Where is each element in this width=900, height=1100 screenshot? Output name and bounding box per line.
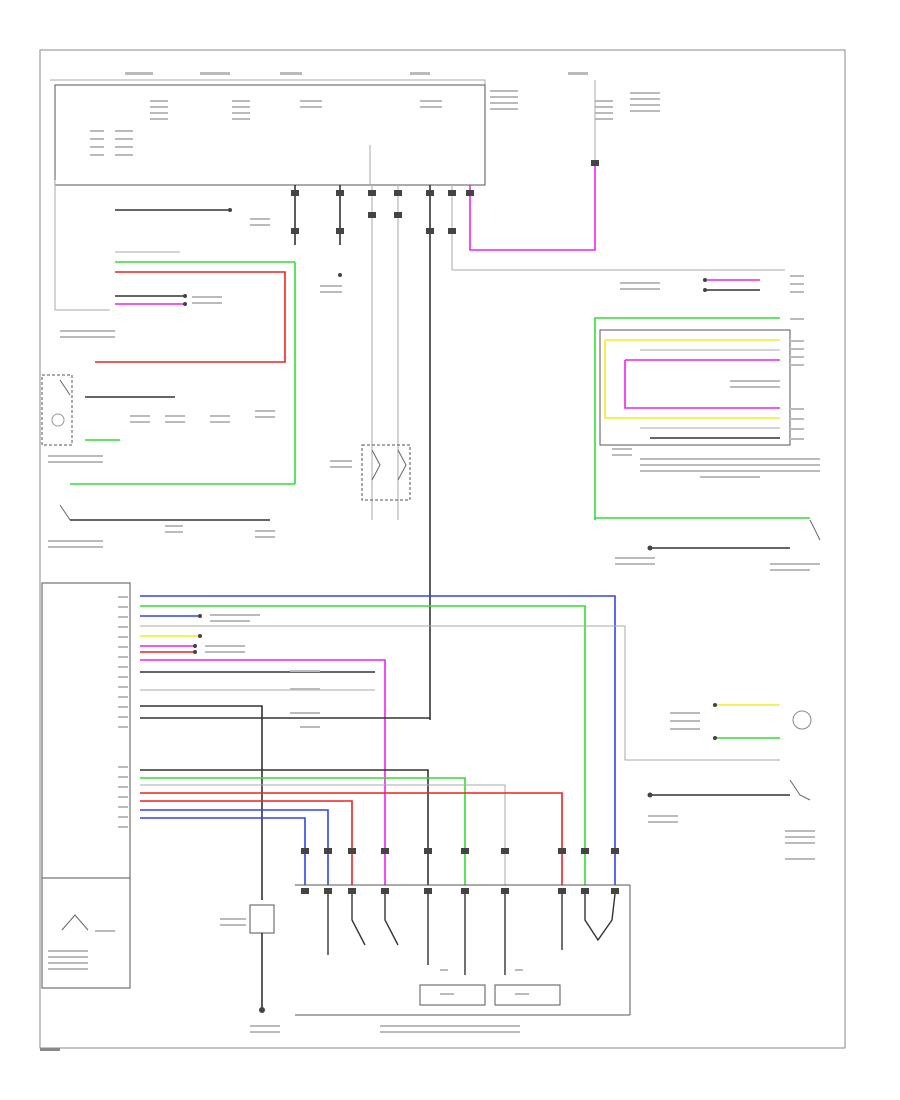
ground-symbol xyxy=(220,904,280,1033)
fuse-drop-wires xyxy=(294,160,596,720)
center-relay xyxy=(330,444,411,501)
right-lower-sensor xyxy=(647,703,815,860)
fuse-connectors xyxy=(291,160,599,277)
top-fuse-block xyxy=(50,72,660,186)
ecu-output-wires xyxy=(140,595,780,900)
right-module-connector xyxy=(452,269,821,571)
diagram-frame xyxy=(39,49,846,1049)
ecu-connector-block xyxy=(41,582,131,989)
diagram-id-tag xyxy=(40,1048,60,1051)
left-switch-assembly xyxy=(41,180,342,548)
bottom-harness xyxy=(295,848,631,1033)
